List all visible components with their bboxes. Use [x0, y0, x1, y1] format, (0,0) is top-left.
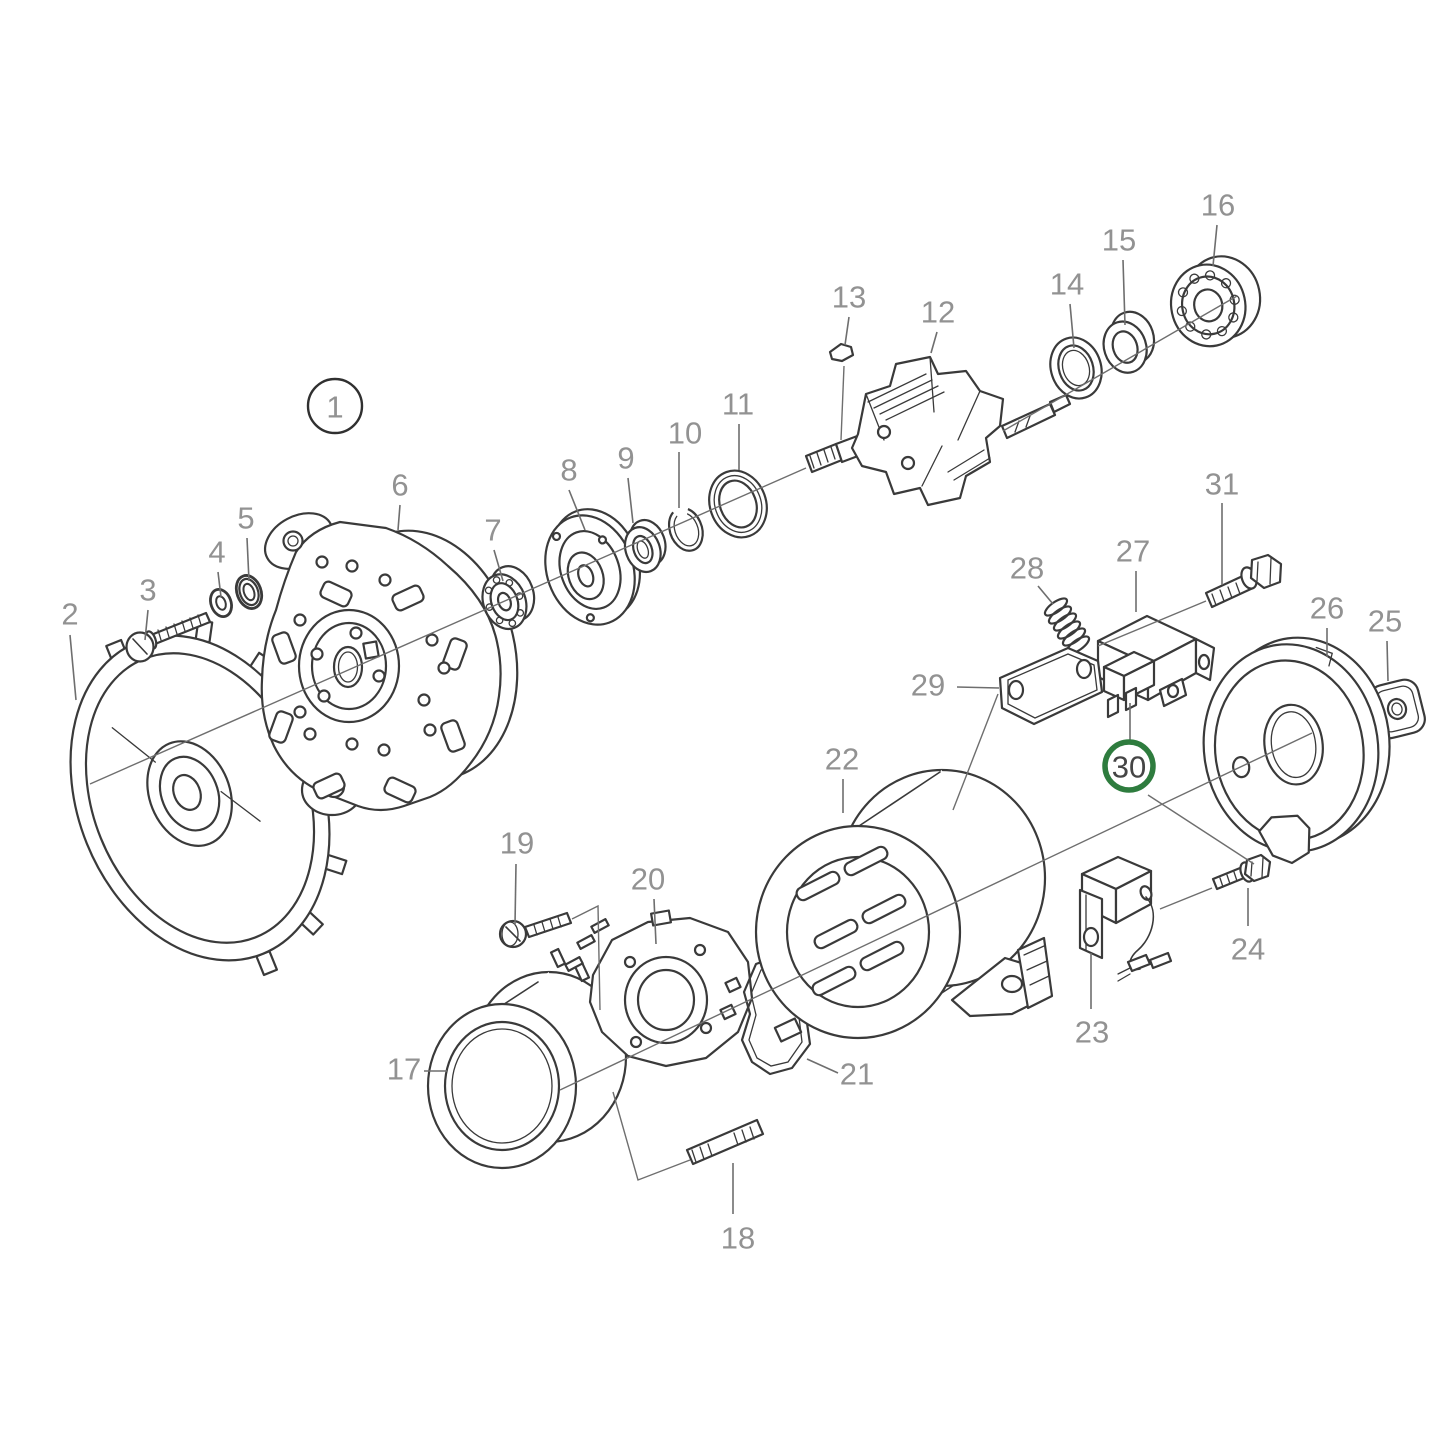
- part-label-2: 2: [61, 597, 78, 632]
- leader-line-12: [930, 331, 938, 354]
- part-label-20: 20: [631, 862, 665, 897]
- part-16-bearing: [1169, 255, 1262, 348]
- part-12-rotor: [804, 355, 1072, 507]
- part-19-screw: [498, 911, 573, 949]
- part-label-25: 25: [1368, 604, 1402, 639]
- part-27-regulator: [1096, 614, 1216, 719]
- part-label-11: 11: [722, 387, 754, 422]
- leader-line-25: [1386, 640, 1389, 682]
- leader-line-6: [397, 504, 401, 531]
- part-label-4: 4: [208, 535, 225, 570]
- leader-line-15: [1122, 259, 1126, 326]
- part-label-3: 3: [139, 573, 156, 608]
- leader-line-28: [1037, 585, 1054, 605]
- leader-line-13: [844, 316, 850, 346]
- part-label-10: 10: [668, 416, 702, 451]
- part-31-screw: [1204, 553, 1283, 609]
- part-label-28: 28: [1010, 551, 1044, 586]
- leader-line-16: [1212, 224, 1218, 267]
- part-label-5: 5: [237, 501, 254, 536]
- leader-line-4: [217, 571, 222, 598]
- part-label-6: 6: [391, 468, 408, 503]
- leader-line-21: [806, 1058, 839, 1074]
- part-23-capacitor: [1078, 855, 1173, 982]
- leader-line-29: [956, 686, 1000, 689]
- align-line-stud-18: [612, 1091, 691, 1181]
- part-11-spacer-ring: [708, 469, 768, 539]
- part-label-27: 27: [1116, 534, 1150, 569]
- part-label-21: 21: [840, 1057, 874, 1092]
- part-label-31: 31: [1205, 467, 1239, 502]
- part-label-13: 13: [832, 280, 866, 315]
- part-22-stator: [754, 768, 1054, 1043]
- part-label-23: 23: [1075, 1015, 1109, 1050]
- align-line-screw-19: [571, 904, 601, 1011]
- part-6-drive-end-bracket: [260, 512, 519, 817]
- align-line-plate-29: [952, 693, 999, 811]
- part-label-24: 24: [1231, 932, 1265, 967]
- part-26-rear-cover: [1202, 636, 1391, 865]
- leader-line-19: [514, 863, 517, 926]
- part-10-snap-ring: [667, 508, 704, 552]
- part-label-19: 19: [500, 826, 534, 861]
- part-18-stud: [685, 1118, 765, 1166]
- part-13-key: [828, 342, 855, 363]
- part-29-cover-plate: [998, 646, 1104, 726]
- leader-line-5: [246, 537, 250, 582]
- part-28-spring: [1043, 597, 1091, 655]
- align-line-screw-24: [1159, 887, 1213, 910]
- part-5-washer: [234, 574, 264, 610]
- leader-line-3: [144, 609, 149, 641]
- axis-line-right: [1002, 295, 1238, 432]
- part-label-9: 9: [617, 441, 634, 476]
- part-label-26: 26: [1310, 591, 1344, 626]
- leader-line-9: [627, 477, 634, 524]
- parts-layer: [69, 255, 1426, 1170]
- part-label-12: 12: [921, 295, 955, 330]
- part-label-8: 8: [560, 453, 577, 488]
- part-7-bearing: [481, 565, 536, 630]
- align-line-key-13: [840, 365, 845, 441]
- axis-line-upper: [89, 467, 807, 785]
- axis-line-lower: [559, 732, 1313, 1091]
- assembly-circle-1: [306, 377, 364, 435]
- part-label-7: 7: [484, 513, 501, 548]
- part-20-brush-holder-plate: [564, 909, 754, 1068]
- part-label-22: 22: [825, 742, 859, 777]
- align-line-screw-31: [1097, 600, 1207, 647]
- part-label-30: 30: [1112, 750, 1146, 785]
- highlight-circle-30: [1102, 739, 1156, 793]
- part-label-29: 29: [911, 668, 945, 703]
- part-label-17: 17: [387, 1052, 421, 1087]
- axis-lines-layer: [89, 295, 1313, 1181]
- part-24-screw: [1211, 853, 1272, 891]
- part-14-seal-ring: [1049, 336, 1103, 400]
- leader-lines-layer: [69, 224, 1389, 1214]
- leader-line-14: [1069, 303, 1075, 349]
- part-3-screw: [125, 611, 212, 663]
- leader-line-8: [568, 489, 586, 531]
- part-label-14: 14: [1050, 267, 1084, 302]
- part-label-16: 16: [1201, 188, 1235, 223]
- leader-line-2: [69, 634, 77, 701]
- part-label-1: 1: [326, 390, 343, 425]
- leader-line-7: [493, 549, 504, 582]
- leader-line-20: [653, 898, 657, 945]
- align-line-part-30: [1147, 794, 1255, 865]
- part-4-lock-washer: [209, 588, 233, 618]
- part-label-15: 15: [1102, 223, 1136, 258]
- part-15-collar: [1102, 310, 1156, 374]
- part-label-18: 18: [721, 1221, 755, 1256]
- part-17-cover-ring: [426, 947, 628, 1170]
